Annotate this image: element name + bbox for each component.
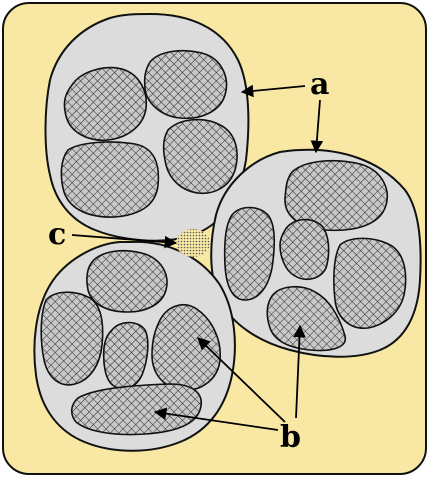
aggregate-right bbox=[211, 150, 420, 357]
particle bbox=[41, 292, 102, 385]
particle bbox=[164, 120, 237, 194]
particle bbox=[280, 220, 329, 280]
label-a: a bbox=[310, 67, 329, 102]
particle bbox=[87, 251, 167, 312]
particle bbox=[64, 68, 146, 141]
particle bbox=[145, 51, 227, 119]
label-b: b bbox=[280, 420, 301, 455]
pore-region bbox=[176, 229, 210, 257]
label-c: c bbox=[48, 217, 66, 252]
particle bbox=[61, 142, 158, 217]
